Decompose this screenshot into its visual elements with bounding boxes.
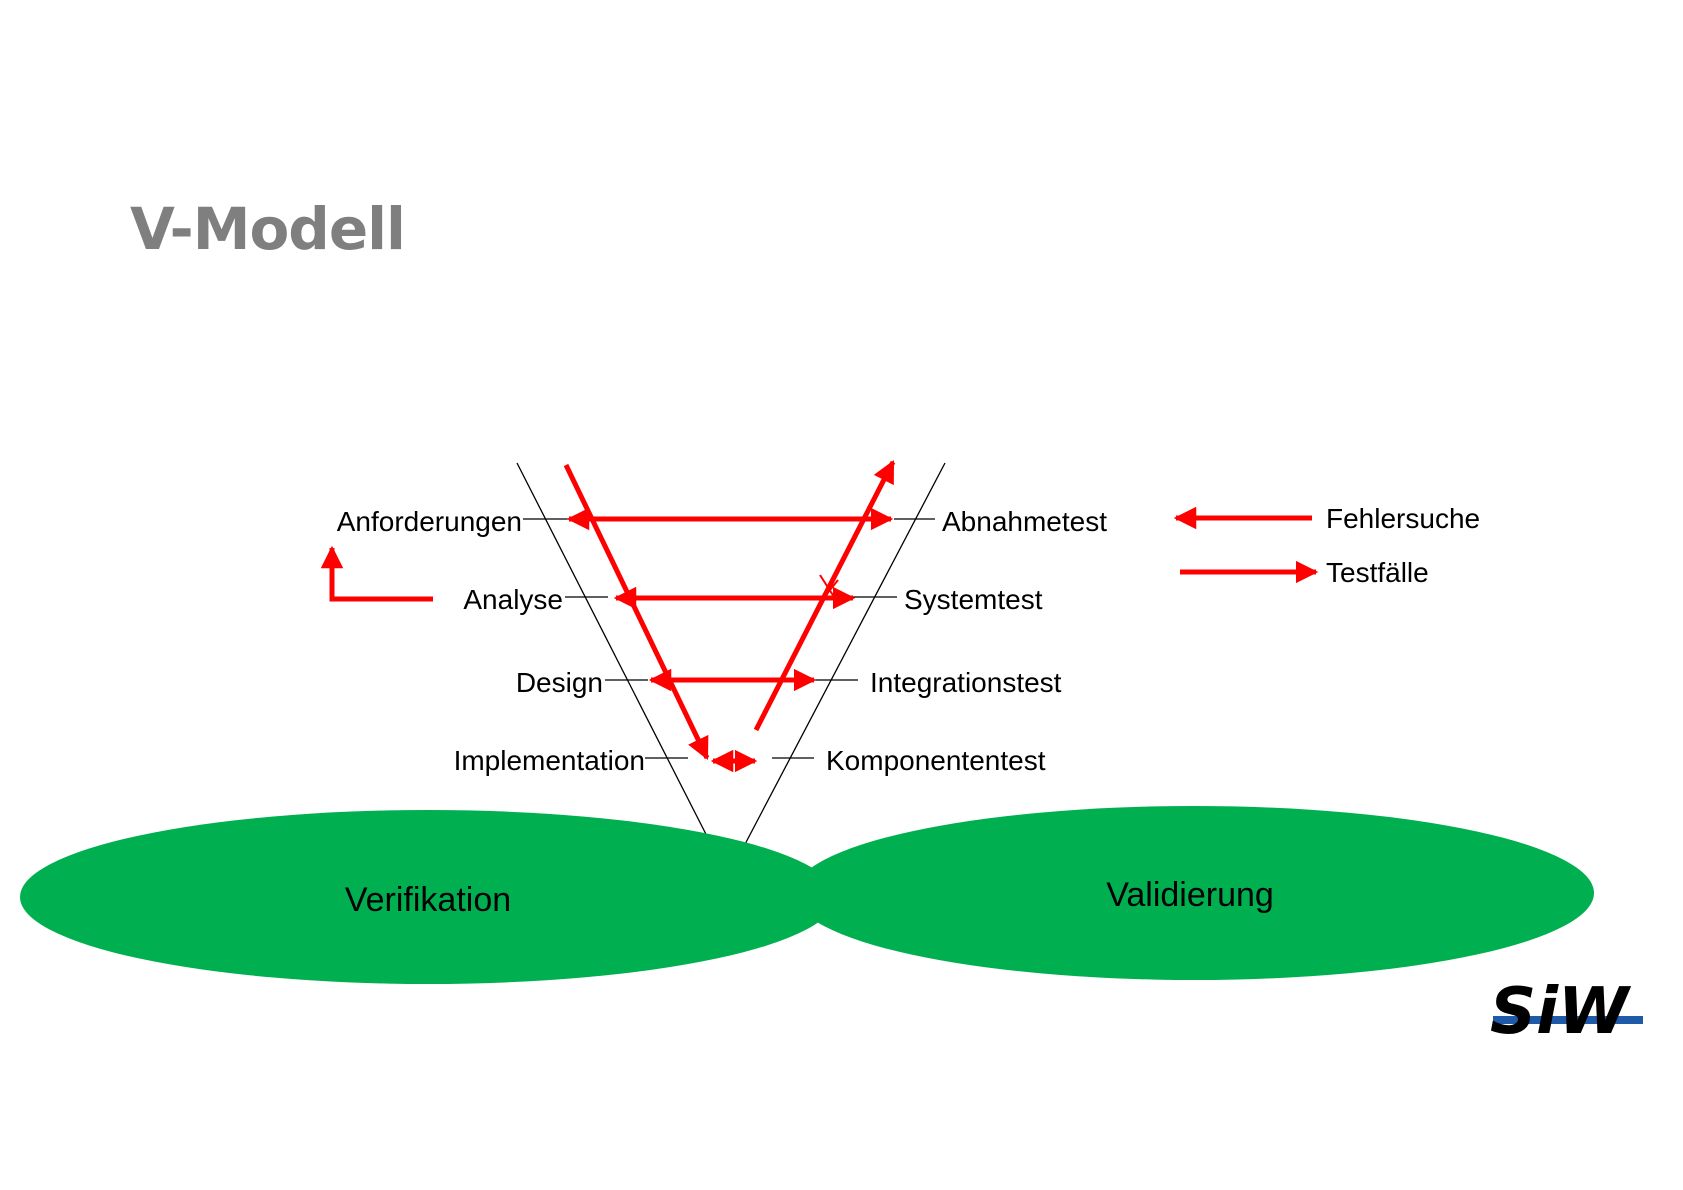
leader-lines [523, 518, 935, 759]
red-arrows [320, 459, 1319, 773]
label-komponententest: Komponententest [826, 745, 1046, 776]
label-integrationstest: Integrationstest [870, 667, 1062, 698]
v-left-edge [516, 462, 714, 849]
label-anforderungen: Anforderungen [337, 506, 522, 537]
label-design: Design [516, 667, 603, 698]
verification-ellipse-left [20, 810, 836, 984]
cross-mark-1 [819, 574, 837, 601]
validierung-label: Validierung [1106, 876, 1274, 914]
legend-fehlersuche-label: Fehlersuche [1326, 503, 1480, 534]
siw-logo: SiW [1490, 975, 1643, 1049]
logo-text: SiW [1490, 975, 1632, 1049]
v-right-edge [742, 462, 946, 849]
arrow-analyse-to-anforderungen [320, 545, 433, 602]
arrow-down-left [563, 463, 710, 761]
label-systemtest: Systemtest [904, 584, 1043, 615]
label-implementation: Implementation [454, 745, 645, 776]
cross-mark-2 [821, 579, 839, 601]
label-abnahmetest: Abnahmetest [942, 506, 1107, 537]
verifikation-label: Verifikation [345, 881, 511, 919]
label-analyse: Analyse [463, 584, 563, 615]
legend-testfaelle-label: Testfälle [1326, 557, 1429, 588]
slide-title: V-Modell [130, 195, 406, 263]
verification-ellipse [794, 806, 1594, 980]
